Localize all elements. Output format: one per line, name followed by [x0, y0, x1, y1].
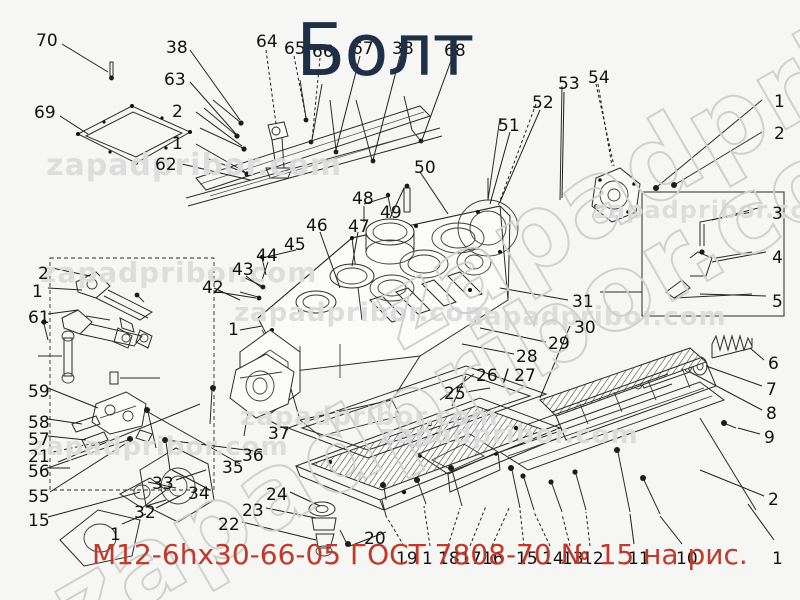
callout-number-36: 36: [242, 446, 264, 466]
part-drain-assembly: [308, 501, 351, 557]
part-pin-9: [721, 420, 737, 429]
callout-number-25: 25: [444, 384, 466, 404]
callout-number-69: 69: [34, 103, 56, 123]
callout-number-62: 62: [155, 155, 177, 175]
callout-number-43: 43: [232, 260, 254, 280]
page-title: Болт: [296, 8, 474, 92]
callout-number-6r: 6: [768, 354, 779, 374]
callout-number-2r2: 2: [768, 490, 779, 510]
callout-number-26_27: 26 / 27: [476, 366, 536, 386]
callout-number-67: 67: [352, 39, 374, 59]
part-spring-6: [711, 334, 753, 359]
callout-number-48: 48: [352, 189, 374, 209]
part-bottom-fastener-row: [380, 417, 757, 517]
callout-number-32: 32: [134, 503, 156, 523]
callout-number-70: 70: [36, 31, 58, 51]
callout-number-4r: 4: [772, 248, 783, 268]
callout-number-15b: 15: [516, 549, 538, 569]
callout-number-9r: 9: [764, 428, 775, 448]
callout-number-38: 38: [166, 38, 188, 58]
callout-number-18: 18: [438, 549, 460, 569]
callout-number-23: 23: [242, 501, 264, 521]
callout-number-1b: 1: [32, 282, 43, 302]
leader-lines: [47, 43, 775, 547]
part-rocker-assembly: [265, 79, 424, 179]
callout-number-1r1: 1: [774, 92, 785, 112]
callout-number-29: 29: [548, 334, 570, 354]
callout-number-30: 30: [574, 318, 596, 338]
part-right-studs-1-2: [653, 99, 763, 191]
callout-number-2r1: 2: [774, 124, 785, 144]
part-inset-box: [600, 191, 785, 317]
callout-number-22: 22: [218, 515, 240, 535]
part-valve-spring-assembly: [456, 85, 563, 276]
callout-number-53: 53: [558, 74, 580, 94]
callout-number-1e: 1: [422, 549, 433, 569]
callout-number-24: 24: [266, 485, 288, 505]
callout-number-42: 42: [202, 278, 224, 298]
callout-number-44: 44: [256, 246, 278, 266]
callout-number-63: 63: [164, 70, 186, 90]
callout-number-58: 58: [28, 413, 50, 433]
callout-number-7r: 7: [766, 380, 777, 400]
part-oil-pan-screen: [286, 365, 562, 511]
callout-number-10: 10: [676, 549, 698, 569]
callout-number-8r: 8: [766, 404, 777, 424]
callout-number-5r: 5: [772, 292, 783, 312]
part-cover-plate: [416, 433, 501, 493]
callout-number-1a: 1: [172, 134, 183, 154]
part-lower-left-housing: [59, 353, 295, 567]
callout-number-12: 12: [582, 549, 604, 569]
callout-number-59: 59: [28, 382, 50, 402]
callout-number-50: 50: [414, 158, 436, 178]
callout-number-66: 66: [312, 42, 334, 62]
callout-number-31: 31: [572, 292, 594, 312]
part-small-bolt-70: [109, 61, 114, 81]
callout-number-14: 14: [542, 549, 564, 569]
callout-number-38b: 38: [392, 39, 414, 59]
callout-number-49: 49: [380, 203, 402, 223]
callout-number-33: 33: [152, 474, 174, 494]
callout-number-35: 35: [222, 458, 244, 478]
part-rocker-shaft-rail: [185, 105, 443, 207]
callout-number-61: 61: [28, 308, 50, 328]
callout-number-1d: 1: [110, 525, 121, 545]
callout-number-2a: 2: [172, 102, 183, 122]
callout-number-16: 16: [482, 549, 504, 569]
callout-number-64: 64: [256, 32, 278, 52]
part-pulley-54: [591, 83, 641, 223]
callout-number-20: 20: [364, 529, 386, 549]
callout-number-55: 55: [28, 487, 50, 507]
callout-number-47: 47: [348, 217, 370, 237]
part-specification-caption: M12-6hx30-66-05 ГОСТ 7808-70 № 15 на рис…: [92, 538, 748, 571]
callout-number-2b: 2: [38, 264, 49, 284]
callout-number-21: 21: [28, 447, 50, 467]
callout-number-56: 56: [28, 462, 50, 482]
callout-number-45: 45: [284, 235, 306, 255]
callout-number-68: 68: [444, 41, 466, 61]
part-studs-group: [199, 99, 250, 177]
callout-number-28: 28: [516, 347, 538, 367]
callout-number-11: 11: [628, 549, 650, 569]
callout-number-51: 51: [498, 116, 520, 136]
callout-number-19: 19: [396, 549, 418, 569]
callout-number-17: 17: [460, 549, 482, 569]
callout-number-13: 13: [562, 549, 584, 569]
callout-number-46: 46: [306, 216, 328, 236]
callout-number-1f: 1: [772, 549, 783, 569]
callout-number-15: 15: [28, 511, 50, 531]
callout-number-65: 65: [284, 39, 306, 59]
callout-number-1c: 1: [228, 320, 239, 340]
callout-number-37: 37: [268, 424, 290, 444]
callout-number-3r: 3: [772, 204, 783, 224]
callout-number-54: 54: [588, 68, 610, 88]
callout-number-52: 52: [532, 93, 554, 113]
callout-number-57: 57: [28, 430, 50, 450]
callout-number-34: 34: [188, 484, 210, 504]
part-gasket-frame: [76, 104, 192, 165]
part-left-dashed-group: [38, 257, 215, 491]
